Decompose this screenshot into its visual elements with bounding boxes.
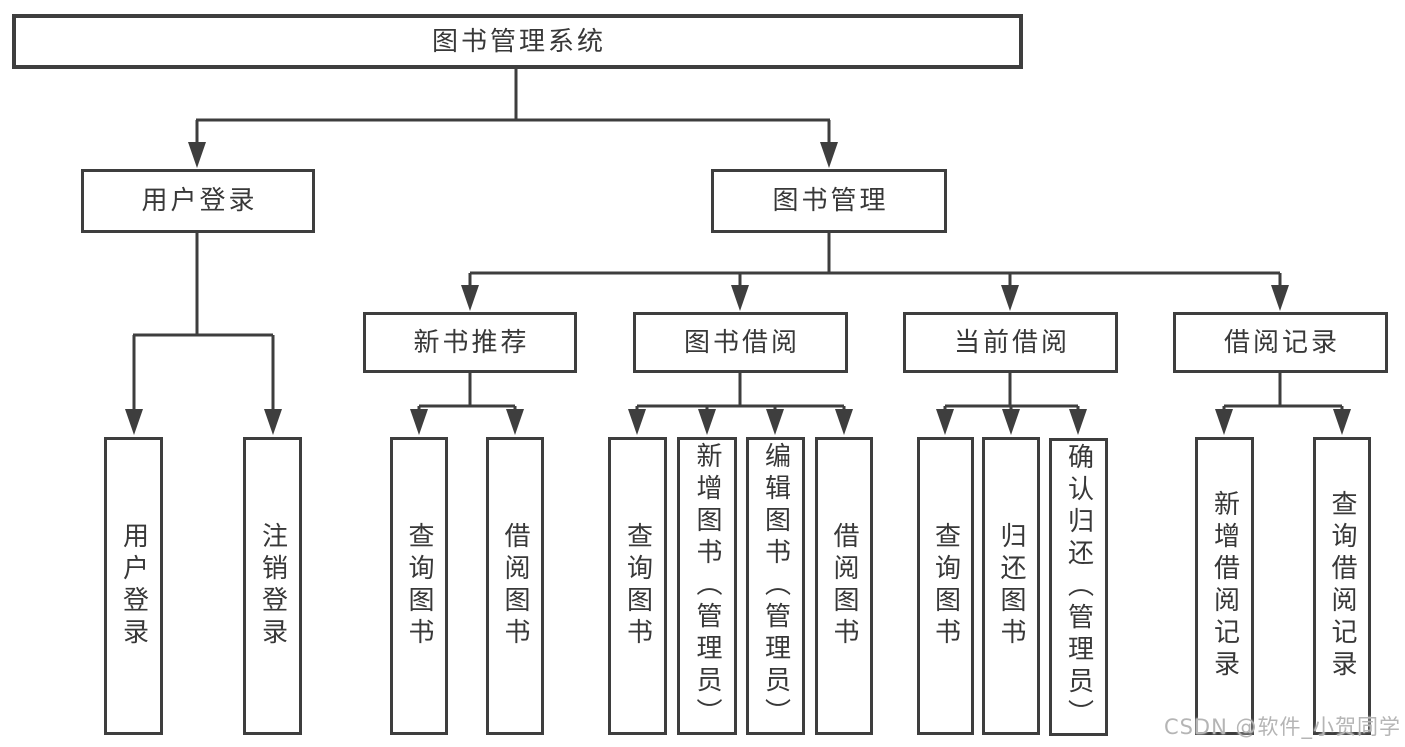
leaf-borrow-books-recommend-label: 借阅图书 [500,522,530,650]
leaf-borrow-books-2-label: 借阅图书 [829,522,859,650]
leaf-confirm-return-admin-label: 确认归还（管理员） [1063,443,1094,731]
node-current-borrow-label: 当前借阅 [953,327,1070,358]
leaf-add-book-admin: 新增图书（管理员） [677,437,737,735]
node-user-login: 用户登录 [81,169,315,233]
node-library-system-label: 图书管理系统 [431,26,606,57]
leaf-borrow-books-recommend: 借阅图书 [486,437,544,735]
node-book-borrow-label: 图书借阅 [683,327,800,358]
node-new-book-recommend: 新书推荐 [363,312,577,373]
node-borrow-records-label: 借阅记录 [1223,327,1340,358]
leaf-logout: 注销登录 [243,437,302,735]
leaf-query-books-current-label: 查询图书 [930,522,961,650]
leaf-edit-book-admin: 编辑图书（管理员） [746,437,805,735]
node-book-management: 图书管理 [711,169,947,233]
leaf-logout-label: 注销登录 [257,522,288,650]
node-library-system: 图书管理系统 [12,14,1023,69]
leaf-query-books-current: 查询图书 [917,437,974,735]
leaf-user-login-label: 用户登录 [118,522,149,650]
leaf-query-borrow-record-label: 查询借阅记录 [1327,490,1357,682]
leaf-query-books-borrow: 查询图书 [608,437,667,735]
node-book-management-label: 图书管理 [772,186,889,216]
node-user-login-label: 用户登录 [141,186,258,216]
leaf-return-books: 归还图书 [982,437,1040,735]
node-current-borrow: 当前借阅 [903,312,1118,373]
leaf-add-borrow-record: 新增借阅记录 [1195,437,1254,735]
leaf-query-books-borrow-label: 查询图书 [622,522,653,650]
leaf-query-books-recommend-label: 查询图书 [404,522,434,650]
leaf-edit-book-admin-label: 编辑图书（管理员） [760,442,791,730]
leaf-borrow-books-2: 借阅图书 [815,437,873,735]
node-book-borrow: 图书借阅 [633,312,848,373]
leaf-add-borrow-record-label: 新增借阅记录 [1209,490,1240,682]
leaf-add-book-admin-label: 新增图书（管理员） [692,442,722,730]
leaf-user-login: 用户登录 [104,437,163,735]
leaf-return-books-label: 归还图书 [996,522,1026,650]
node-new-book-recommend-label: 新书推荐 [413,327,530,358]
leaf-confirm-return-admin: 确认归还（管理员） [1049,438,1108,736]
node-borrow-records: 借阅记录 [1173,312,1388,373]
leaf-query-borrow-record: 查询借阅记录 [1313,437,1371,735]
csdn-watermark: CSDN @软件_小贺同学 [1163,715,1401,739]
leaf-query-books-recommend: 查询图书 [390,437,448,735]
